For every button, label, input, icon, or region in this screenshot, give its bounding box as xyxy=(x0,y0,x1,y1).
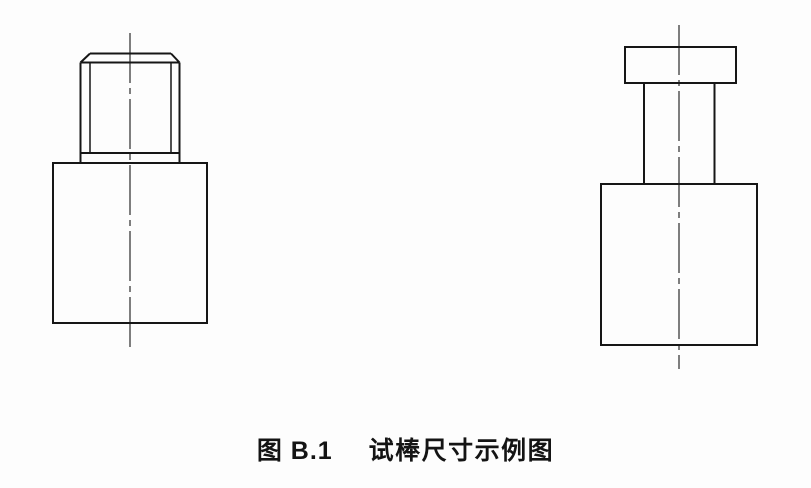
left-test-bar-figure xyxy=(52,33,208,348)
figure-caption-number: 图 B.1 xyxy=(256,437,333,465)
figure-caption-title: 试棒尺寸示例图 xyxy=(368,437,555,465)
figure-caption: 图 B.1 试棒尺寸示例图 xyxy=(0,436,811,466)
stem-lines xyxy=(643,83,716,184)
thread-root-lines xyxy=(89,62,172,153)
right-test-bar-figure xyxy=(600,25,758,369)
right-head-outline xyxy=(624,46,737,84)
